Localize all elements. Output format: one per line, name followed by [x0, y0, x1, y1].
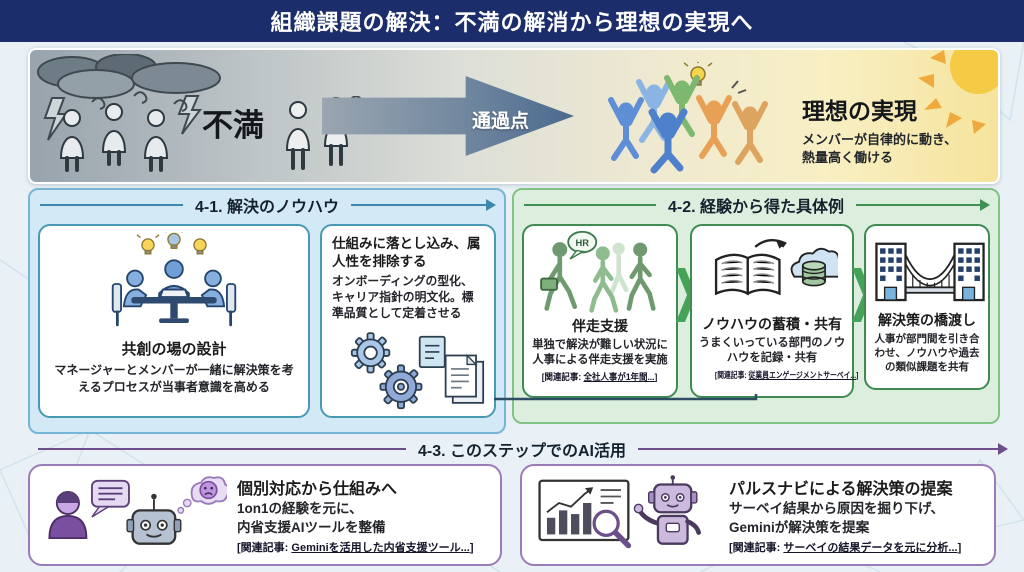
sun-icon	[918, 50, 998, 134]
section-41-title: 4-1. 解決のノウハウ	[194, 199, 340, 216]
section-42-header: 4-2. 経験から得た具体例	[514, 190, 998, 220]
systemize-card: 仕組みに落とし込み、属人性を排除する オンボーディングの型化、キャリア指針の明文…	[320, 224, 496, 418]
chart-magnifier-robot-icon	[538, 475, 701, 549]
person-chat-robot-icon	[48, 476, 227, 545]
support-link: [関連記事: 全社人事が1年間...]	[542, 372, 658, 383]
header-line	[40, 203, 183, 207]
knowledge-link-text[interactable]: 従業員エンゲージメントサーベイ...	[748, 370, 857, 381]
systemize-body: オンボーディングの型化、キャリア指針の明文化。標準品質として定着させる	[332, 274, 474, 320]
knowledge-title: ノウハウの蓄積・共有	[702, 316, 842, 332]
knowledge-body: うまくいっている部門のノウハウを記録・共有	[698, 337, 846, 364]
ai-reflection-body-1: 1on1の経験を元に、	[237, 500, 363, 516]
pulse-navi-body-2: Geminiが解決策を提案	[729, 519, 870, 535]
knowledge-card: ノウハウの蓄積・共有 うまくいっている部門のノウハウを記録・共有 [関連記事: …	[690, 224, 858, 398]
support-body: 単独で解決が難しい状況に人事による伴走支援を実施	[532, 339, 668, 366]
svg-text:HR: HR	[575, 238, 589, 248]
cocreation-card: 共創の場の設計 マネージャーとメンバーが一緒に解決策を考えるプロセスが当事者意識…	[38, 224, 310, 418]
title-bar: 組織課題の解決：不満の解消から理想の実現へ	[0, 0, 1024, 42]
section-41: 4-1. 解決のノウハウ	[28, 188, 506, 434]
knowledge-link: [関連記事: 従業員エンゲージメントサーベイ...]	[714, 370, 859, 381]
pulse-navi-link: [関連記事: サーベイの結果データを元に分析...]	[729, 542, 962, 555]
pulse-navi-link-text[interactable]: サーベイの結果データを元に分析...	[783, 542, 958, 555]
meeting-table-icon	[111, 232, 237, 327]
ai-reflection-card: 個別対応から仕組みへ 1on1の経験を元に、 内省支援AIツールを整備 [関連記…	[28, 464, 502, 566]
cocreation-title: 共創の場の設計	[121, 341, 227, 358]
header-line	[38, 447, 406, 451]
header-line-arrow	[351, 203, 494, 207]
section-43-title: 4-3. このステップでのAI活用	[417, 443, 627, 460]
header-line	[524, 203, 656, 207]
pulse-navi-text: パルスナビによる解決策の提案 サーベイ結果から原因を掘り下げ、 Geminiが解…	[729, 475, 961, 555]
dissatisfaction-label: 不満	[202, 108, 264, 143]
gears-documents-icon	[350, 332, 485, 409]
bridge-buildings-icon	[875, 242, 985, 302]
header-line-arrow	[638, 447, 1006, 451]
page-title: 組織課題の解決：不満の解消から理想の実現へ	[270, 10, 754, 35]
bridge-title: 解決策の橋渡し	[878, 312, 976, 328]
ai-reflection-body-2: 内省支援AIツールを整備	[237, 519, 386, 535]
systemize-title: 仕組みに落とし込み、属人性を排除する	[332, 236, 481, 269]
waypoint-label: 通過点	[471, 111, 529, 132]
ai-reflection-title: 個別対応から仕組みへ	[237, 480, 398, 498]
bridge-card: 解決策の橋渡し 人事が部門間を引き合わせ、ノウハウや過去の類似課題を共有	[864, 224, 990, 390]
support-link-text[interactable]: 全社人事が1年間...	[584, 372, 655, 383]
hr-support-icon: HR	[540, 230, 656, 313]
celebrating-people-icon	[608, 62, 768, 174]
section-43-header: 4-3. このステップでのAI活用	[28, 434, 1016, 464]
header-line-arrow	[856, 203, 988, 207]
support-title: 伴走支援	[572, 318, 628, 334]
goal-subtitle: メンバーが自律的に動き、熱量高く働ける	[802, 132, 958, 165]
ai-reflection-link-text[interactable]: Geminiを活用した内省支援ツール...	[291, 542, 470, 555]
goal-title: 理想の実現	[802, 98, 917, 124]
storm-clouds-icon	[37, 54, 221, 172]
cocreation-body: マネージャーとメンバーが一緒に解決策を考えるプロセスが当事者意識を高める	[54, 363, 294, 394]
section-42: 4-2. 経験から得た具体例 HR 伴走支援 単独で解決が難しい状況に人事による…	[512, 188, 1000, 424]
ai-reflection-text: 個別対応から仕組みへ 1on1の経験を元に、 内省支援AIツールを整備 [関連記…	[237, 475, 474, 555]
section-42-title: 4-2. 経験から得た具体例	[667, 199, 845, 216]
pulse-navi-body-1: サーベイ結果から原因を掘り下げ、	[729, 500, 945, 516]
section-41-header: 4-1. 解決のノウハウ	[30, 190, 504, 220]
book-cloud-database-icon	[714, 239, 838, 296]
support-card: HR 伴走支援 単独で解決が難しい状況に人事による伴走支援を実施 [関連記事: …	[522, 224, 678, 398]
pulse-navi-card: パルスナビによる解決策の提案 サーベイ結果から原因を掘り下げ、 Geminiが解…	[520, 464, 996, 566]
goal-block: 理想の実現 メンバーが自律的に動き、熱量高く働ける	[802, 92, 998, 166]
journey-banner: 不満 通過点	[28, 48, 1000, 184]
ai-reflection-link: [関連記事: Geminiを活用した内省支援ツール...]	[237, 542, 474, 555]
bridge-body: 人事が部門間を引き合わせ、ノウハウや過去の類似課題を共有	[874, 333, 980, 374]
pulse-navi-title: パルスナビによる解決策の提案	[729, 480, 953, 498]
